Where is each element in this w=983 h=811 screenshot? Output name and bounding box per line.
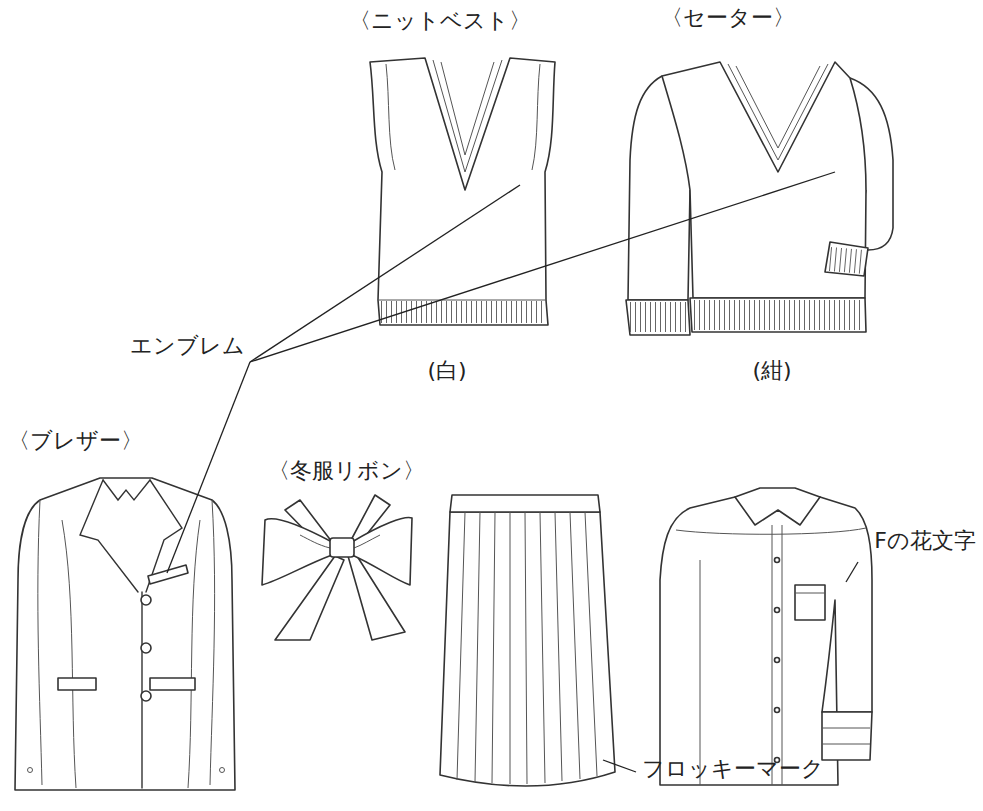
item-title: 〈セーター〉 bbox=[661, 5, 795, 31]
color-note: (白) bbox=[427, 358, 466, 384]
skirt bbox=[440, 495, 615, 786]
knit-vest bbox=[370, 58, 555, 325]
item-title: 〈冬服リボン〉 bbox=[268, 458, 425, 484]
leader-lines bbox=[167, 172, 858, 772]
ribbon bbox=[262, 495, 412, 640]
part-name: フロッキーマーク bbox=[642, 756, 824, 782]
blouse bbox=[660, 488, 872, 785]
color-note: (紺) bbox=[752, 358, 791, 384]
item-title: 〈ニットベスト〉 bbox=[349, 8, 531, 34]
sweater bbox=[626, 62, 893, 335]
part-name: エンブレム bbox=[130, 333, 245, 359]
blazer bbox=[15, 478, 235, 790]
item-title: 〈ブレザー〉 bbox=[8, 428, 143, 454]
part-name: Fの花文字 bbox=[874, 528, 976, 554]
